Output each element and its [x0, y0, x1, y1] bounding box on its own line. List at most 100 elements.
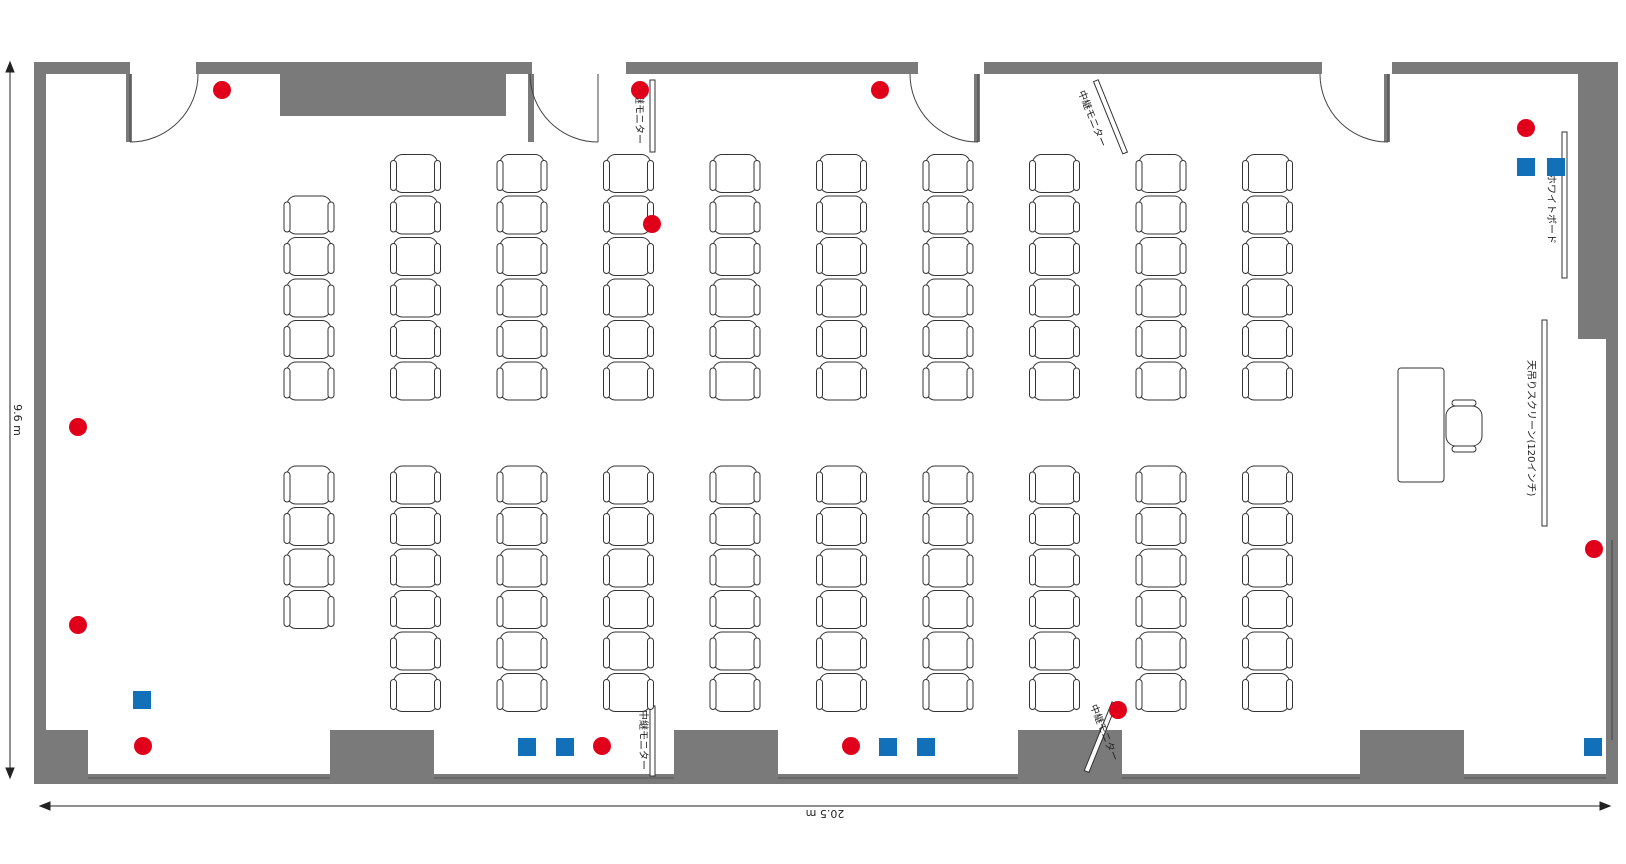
seat: [1029, 631, 1080, 671]
seat: [496, 465, 548, 505]
seat: [816, 320, 867, 359]
seat: [603, 320, 654, 359]
seat: [390, 320, 441, 359]
seat: [709, 154, 761, 193]
seat: [816, 590, 867, 629]
lectern-chair-shape: [1445, 399, 1483, 453]
seat: [816, 237, 867, 276]
seat: [816, 154, 867, 193]
seat: [816, 195, 867, 235]
seat: [390, 237, 441, 276]
seat: [603, 590, 654, 629]
blue-marker: [556, 738, 574, 756]
ceiling-screen: [1541, 319, 1548, 527]
seat: [709, 465, 761, 505]
seat: [709, 673, 761, 712]
seat: [922, 507, 974, 546]
seat: [390, 465, 441, 505]
seat: [1135, 237, 1187, 276]
seat: [1135, 278, 1187, 318]
red-marker: [1585, 540, 1603, 558]
seat: [283, 465, 335, 505]
seat: [922, 278, 974, 318]
red-marker: [871, 81, 889, 99]
blue-marker: [1547, 158, 1565, 176]
seat: [390, 548, 441, 588]
whiteboard-label: ホワイトボード: [1545, 174, 1557, 244]
seat: [922, 237, 974, 276]
seat: [1029, 320, 1080, 359]
seat: [603, 237, 654, 276]
seat: [1242, 465, 1293, 505]
seat: [496, 590, 548, 629]
blue-marker: [1584, 738, 1602, 756]
red-marker: [1109, 701, 1127, 719]
seat: [1135, 507, 1187, 546]
red-marker: [69, 418, 87, 436]
red-marker: [631, 81, 649, 99]
seat: [922, 320, 974, 359]
red-markers: [69, 81, 1603, 755]
lectern-chair: [1445, 399, 1483, 453]
seat: [922, 195, 974, 235]
blue-marker: [133, 691, 151, 709]
seat: [496, 320, 548, 359]
seat: [603, 673, 654, 712]
red-marker: [1517, 119, 1535, 137]
walls: [34, 62, 1618, 784]
seat: [390, 631, 441, 671]
seat: [496, 548, 548, 588]
seat: [496, 361, 548, 401]
monitor-label-bottom-left: 中継モニター: [637, 710, 650, 770]
seat: [709, 361, 761, 401]
seat: [709, 548, 761, 588]
seat: [1135, 320, 1187, 359]
blue-marker: [1517, 158, 1535, 176]
seat: [922, 631, 974, 671]
seat: [922, 673, 974, 712]
seat: [922, 465, 974, 505]
doors: [129, 73, 1613, 740]
seat: [1242, 320, 1293, 359]
red-marker: [134, 737, 152, 755]
screen-label: 天吊りスクリーン(120インチ): [1525, 360, 1537, 496]
seat: [283, 278, 335, 318]
seat: [1029, 361, 1080, 401]
seat: [1135, 548, 1187, 588]
whiteboard: [1561, 131, 1568, 279]
seat: [603, 507, 654, 546]
seat: [709, 320, 761, 359]
seat: [922, 154, 974, 193]
seat: [709, 195, 761, 235]
seat: [603, 361, 654, 401]
seat: [496, 237, 548, 276]
seat: [496, 154, 548, 193]
seat: [1029, 548, 1080, 588]
seat: [816, 507, 867, 546]
seat: [1029, 507, 1080, 546]
red-marker: [593, 737, 611, 755]
seat: [1242, 548, 1293, 588]
seat: [1029, 673, 1080, 712]
monitor-bottom-left: [649, 705, 656, 777]
seat: [283, 237, 335, 276]
seat: [922, 590, 974, 629]
seat: [816, 278, 867, 318]
seat: [1242, 631, 1293, 671]
seat: [1242, 278, 1293, 318]
red-marker: [842, 737, 860, 755]
seat: [496, 631, 548, 671]
seat: [390, 361, 441, 401]
seat: [390, 154, 441, 193]
seat: [390, 673, 441, 712]
seat: [1242, 195, 1293, 235]
seat: [709, 237, 761, 276]
seat: [1242, 361, 1293, 401]
seat: [390, 278, 441, 318]
seat: [1242, 507, 1293, 546]
seat: [709, 278, 761, 318]
seat: [283, 590, 335, 629]
seat: [1029, 154, 1080, 193]
seat: [283, 548, 335, 588]
